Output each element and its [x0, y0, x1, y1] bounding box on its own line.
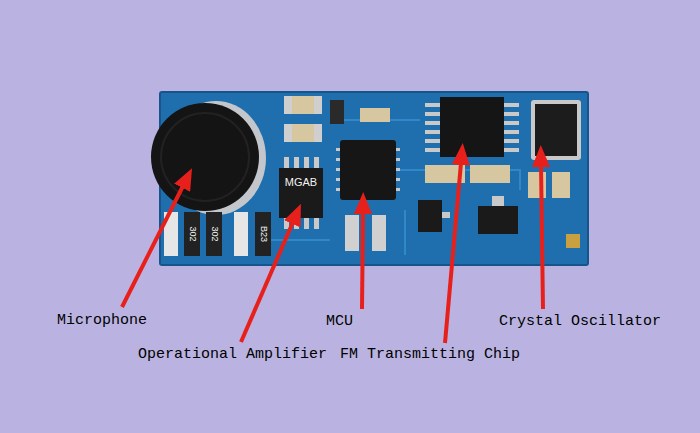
fm-chip [440, 97, 504, 157]
opamp-chip [279, 168, 323, 218]
chip-marking: MGAB [285, 177, 317, 188]
part-label: FM Transmitting Chip [340, 347, 520, 362]
crystal-case [531, 100, 581, 160]
microphone-face [151, 103, 259, 211]
transistor-symbol [418, 196, 518, 234]
crystal-oscillator [535, 104, 577, 156]
leader-arrow [122, 163, 543, 343]
capacitor-symbol [284, 96, 390, 142]
part-label: Microphone [57, 313, 147, 328]
part-label: Crystal Oscillator [499, 314, 661, 329]
resistor-symbol [164, 165, 570, 256]
solder-pad [566, 234, 580, 248]
part-label: Operational Amplifier [138, 347, 327, 362]
microphone-mesh [161, 113, 249, 201]
part-label: MCU [326, 314, 353, 329]
mcu-chip [340, 140, 396, 200]
resistor-marking: B23 [259, 226, 268, 242]
resistor-marking: 302 [188, 226, 197, 241]
resistor-marking: 302 [210, 226, 219, 241]
